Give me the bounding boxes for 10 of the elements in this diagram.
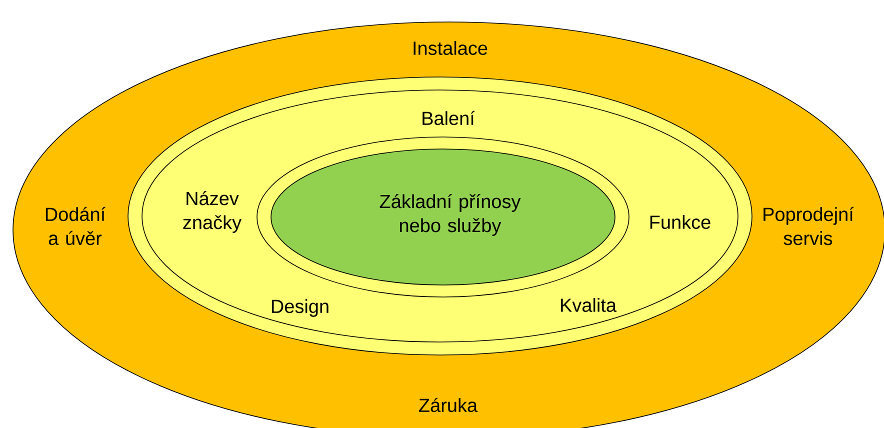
layer-label: Záruka (419, 398, 478, 412)
layer-label: Dodání a úvěr (46, 206, 106, 246)
layer-label: Kvalita (561, 298, 616, 312)
layer-label: Design (272, 299, 328, 317)
layer-label: Název značky (183, 191, 242, 233)
layer-label: Poprodejní servis (764, 206, 854, 246)
layer-label: Instalace (414, 41, 488, 55)
layer-label: Funkce (650, 215, 710, 229)
layer-label: Balení (422, 110, 475, 126)
layer-label: Základní přínosy nebo služby (380, 194, 521, 236)
